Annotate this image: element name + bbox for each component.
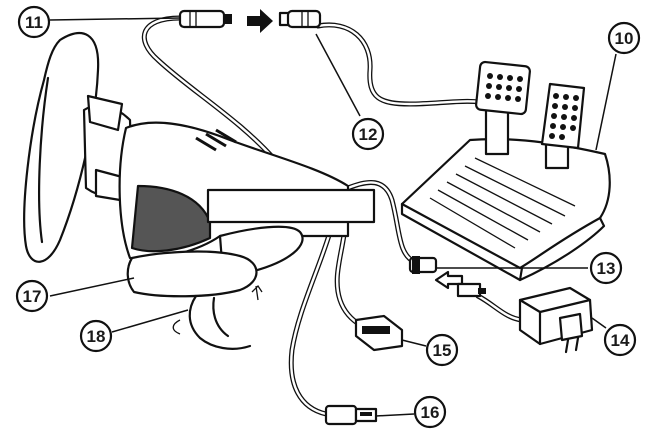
pedal-connector-pair (178, 9, 322, 33)
callout-12: 12 (351, 117, 385, 151)
callout-13: 13 (589, 251, 623, 285)
leader-lines (49, 17, 617, 417)
table-clamp (126, 250, 258, 298)
svg-text:17: 17 (23, 287, 42, 306)
svg-text:12: 12 (359, 125, 378, 144)
svg-text:14: 14 (611, 331, 630, 350)
wheel-rim (23, 32, 100, 263)
gas-pedal (540, 82, 586, 170)
svg-text:16: 16 (421, 403, 440, 422)
callout-11: 11 (17, 5, 51, 39)
callout-15: 15 (425, 333, 459, 367)
cables (141, 15, 525, 417)
svg-text:13: 13 (597, 259, 616, 278)
connector-pedal-side (278, 9, 322, 29)
clamp-screw (172, 284, 263, 350)
svg-text:15: 15 (433, 341, 452, 360)
callout-14: 14 (603, 323, 637, 357)
vent-slots (195, 128, 237, 152)
callout-18: 18 (79, 319, 113, 353)
power-jack-connector (408, 256, 486, 298)
usb-connector (324, 404, 378, 426)
callout-10: 10 (607, 21, 641, 55)
svg-text:10: 10 (615, 29, 634, 48)
callout-17: 17 (15, 279, 49, 313)
plug-in-arrow-icon (434, 270, 464, 290)
callout-16: 16 (413, 395, 447, 429)
pedal-cable (315, 22, 493, 107)
svg-text:18: 18 (87, 327, 106, 346)
connector-wheel-side (178, 9, 232, 29)
steering-wheel-unit (23, 32, 376, 350)
clamp-arm (206, 188, 376, 224)
pedal-unit (400, 60, 611, 282)
brake-pedal (475, 60, 531, 156)
power-adapter (518, 286, 594, 354)
svg-text:11: 11 (25, 13, 43, 32)
pedal-base-ribs (429, 157, 576, 249)
console-connector (354, 314, 404, 352)
connect-arrow-icon (247, 9, 273, 33)
